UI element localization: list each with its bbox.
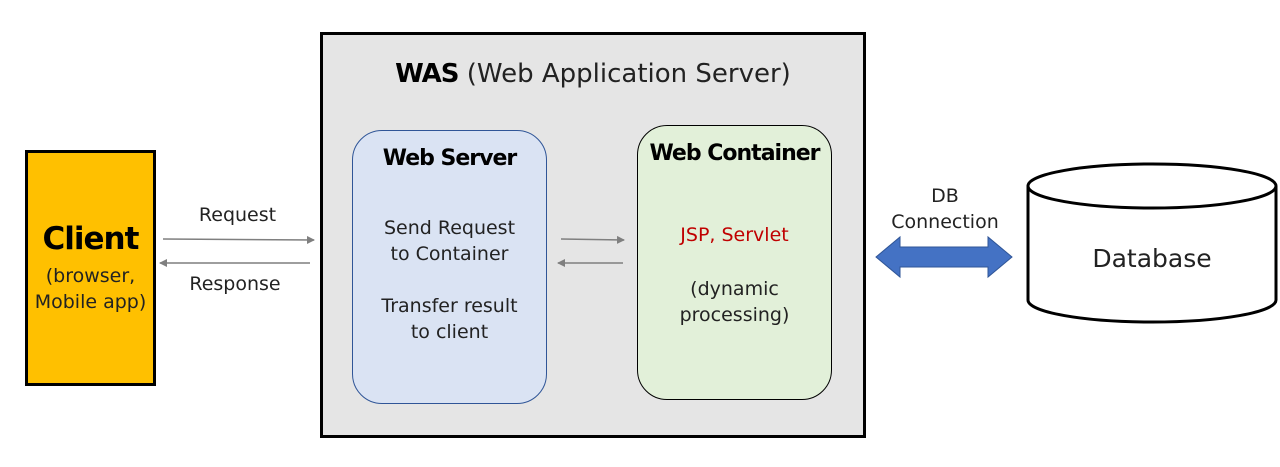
db-connection-arrow: [875, 235, 1013, 279]
web-server-title: Web Server: [382, 146, 518, 171]
web-server-line3: Transfer result: [381, 295, 518, 317]
was-title-rest: (Web Application Server): [458, 59, 791, 89]
db-connection-label: DB Connection: [880, 183, 1010, 235]
client-subtitle-line2: Mobile app): [34, 291, 147, 313]
response-label: Response: [189, 273, 281, 295]
web-container-title: Web Container: [649, 141, 820, 166]
web-server-line1: Send Request: [383, 217, 516, 239]
was-title-bold: WAS: [395, 59, 459, 89]
server-to-container-arrow: [560, 235, 625, 244]
web-server-send-text: Send Request to Container: [353, 215, 546, 267]
database-label: Database: [1092, 244, 1212, 273]
web-container-desc: (dynamic processing): [638, 276, 831, 328]
request-label: Request: [198, 204, 277, 226]
web-server-line2: to Container: [390, 243, 509, 265]
client-title: Client: [42, 221, 140, 257]
db-connection-label-line1: DB: [931, 185, 959, 207]
web-server-box: Web Server Send Request to Container Tra…: [352, 130, 547, 404]
web-container-desc-line2: processing): [679, 304, 790, 326]
database-cylinder: [1026, 162, 1278, 324]
client-subtitle-line1: (browser,: [45, 265, 136, 287]
web-server-transfer-text: Transfer result to client: [353, 293, 546, 345]
request-arrow: [162, 235, 315, 244]
web-server-line4: to client: [410, 321, 489, 343]
web-container-tech: JSP, Servlet: [680, 224, 789, 246]
client-box: Client (browser, Mobile app): [25, 150, 156, 386]
client-subtitle: (browser, Mobile app): [35, 263, 147, 315]
web-container-box: Web Container JSP, Servlet (dynamic proc…: [637, 125, 832, 400]
was-title: WAS (Web Application Server): [323, 59, 863, 89]
db-connection-label-line2: Connection: [891, 211, 999, 233]
web-container-desc-line1: (dynamic: [690, 278, 779, 300]
